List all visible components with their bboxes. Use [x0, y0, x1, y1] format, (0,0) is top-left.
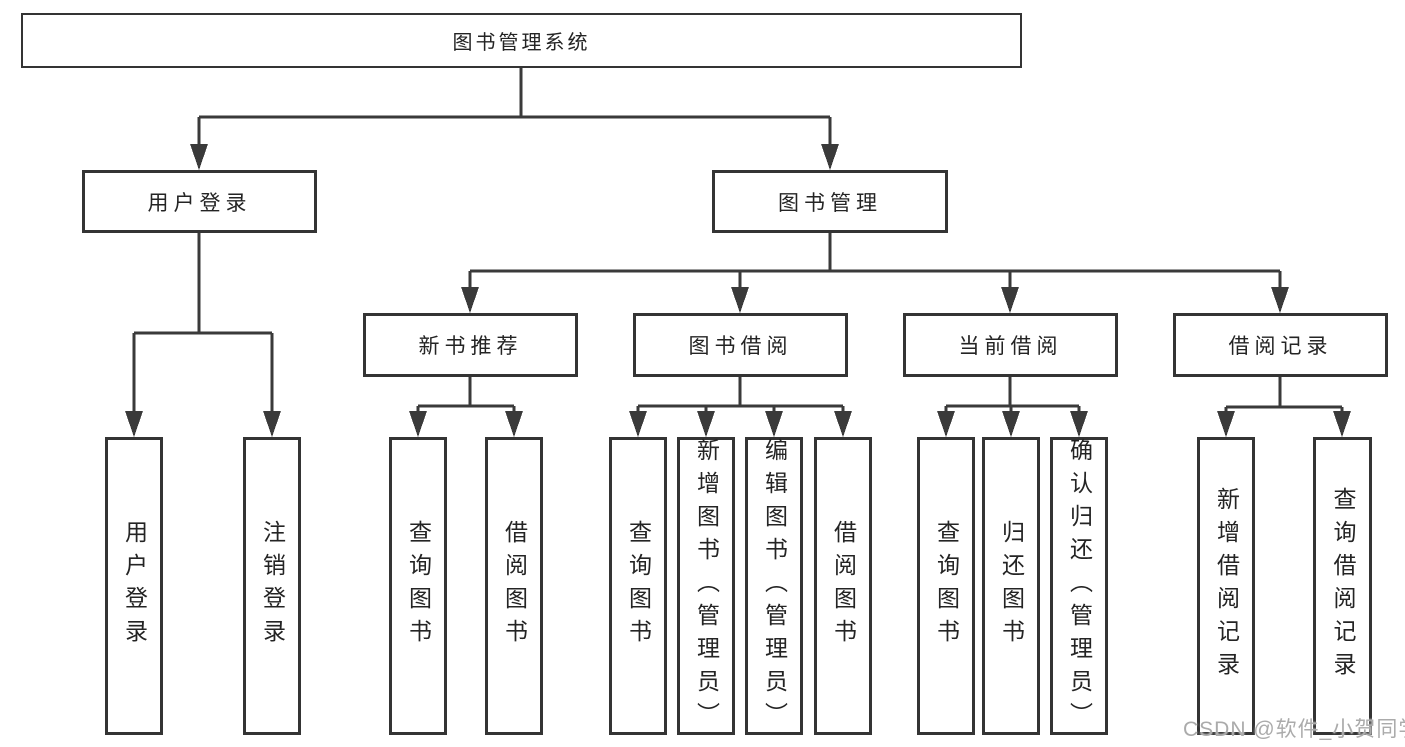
node-leaf-confirm-return-admin: 确认归还（管理员） [1050, 437, 1108, 735]
arrowhead [409, 411, 427, 437]
edge-current-borrow-to-leaves [937, 377, 1088, 437]
node-leaf-add-book-admin: 新增图书（管理员） [677, 437, 735, 735]
node-leaf-query-books-recommend: 查询图书 [389, 437, 447, 735]
node-label: 借阅记录 [1228, 335, 1333, 358]
node-leaf-add-borrow-record: 新增借阅记录 [1197, 437, 1255, 735]
node-book-management: 图书管理 [712, 170, 948, 233]
node-label: 新增借阅记录 [1213, 487, 1240, 685]
node-root-label: 图书管理系统 [452, 32, 591, 54]
node-label: 新书推荐 [418, 335, 523, 358]
node-label: 用户登录 [147, 191, 252, 215]
edge-book-management-to-level3 [461, 233, 1289, 313]
node-current-borrow: 当前借阅 [903, 313, 1118, 377]
arrowhead [1271, 287, 1289, 313]
node-leaf-borrow-books-recommend: 借阅图书 [485, 437, 543, 735]
node-label: 归还图书 [998, 520, 1025, 652]
node-label: 查询借阅记录 [1330, 487, 1356, 685]
arrowhead [731, 287, 749, 313]
node-book-borrow: 图书借阅 [633, 313, 848, 377]
node-leaf-borrow-books: 借阅图书 [814, 437, 872, 735]
node-label: 借阅图书 [501, 520, 528, 652]
node-borrow-records: 借阅记录 [1173, 313, 1388, 377]
node-label: 图书借阅 [688, 335, 793, 358]
edge-root-to-level2 [190, 68, 839, 170]
arrowhead [834, 411, 852, 437]
node-user-login: 用户登录 [82, 170, 317, 233]
node-leaf-return-books: 归还图书 [982, 437, 1040, 735]
node-label: 图书管理 [778, 191, 882, 215]
node-leaf-query-books-current: 查询图书 [917, 437, 975, 735]
node-leaf-query-borrow-record: 查询借阅记录 [1313, 437, 1372, 735]
node-label: 编辑图书（管理员） [761, 437, 788, 735]
node-leaf-query-books-borrow: 查询图书 [609, 437, 667, 735]
node-root: 图书管理系统 [21, 13, 1022, 68]
node-label: 确认归还（管理员） [1066, 437, 1093, 735]
node-label: 查询图书 [625, 520, 652, 652]
edge-book-borrow-to-leaves [629, 377, 852, 437]
node-leaf-edit-book-admin: 编辑图书（管理员） [745, 437, 803, 735]
arrowhead [765, 411, 783, 437]
arrowhead [461, 287, 479, 313]
edge-user-login-to-leaves [125, 233, 281, 437]
arrowhead [937, 411, 955, 437]
arrowhead [1333, 411, 1351, 437]
node-new-book-recommend: 新书推荐 [363, 313, 578, 377]
node-label: 注销登录 [259, 520, 286, 652]
edge-new-book-recommend-to-leaves [409, 377, 523, 437]
node-leaf-logout: 注销登录 [243, 437, 301, 735]
arrowhead [629, 411, 647, 437]
arrowhead [190, 144, 208, 170]
arrowhead [1001, 287, 1019, 313]
node-label: 当前借阅 [958, 335, 1063, 358]
arrowhead [125, 411, 143, 437]
arrowhead [697, 411, 715, 437]
node-label: 查询图书 [933, 520, 960, 652]
node-leaf-user-login: 用户登录 [105, 437, 163, 735]
arrowhead [821, 144, 839, 170]
node-label: 查询图书 [405, 520, 432, 652]
edge-borrow-records-to-leaves [1217, 377, 1351, 437]
watermark: CSDN @软件_小贺同学 [1183, 718, 1405, 741]
arrowhead [263, 411, 281, 437]
arrowhead [1070, 411, 1088, 437]
node-label: 用户登录 [121, 520, 148, 652]
arrowhead [1002, 411, 1020, 437]
arrowhead [1217, 411, 1235, 437]
node-label: 借阅图书 [830, 520, 857, 652]
arrowhead [505, 411, 523, 437]
node-label: 新增图书（管理员） [693, 437, 720, 735]
